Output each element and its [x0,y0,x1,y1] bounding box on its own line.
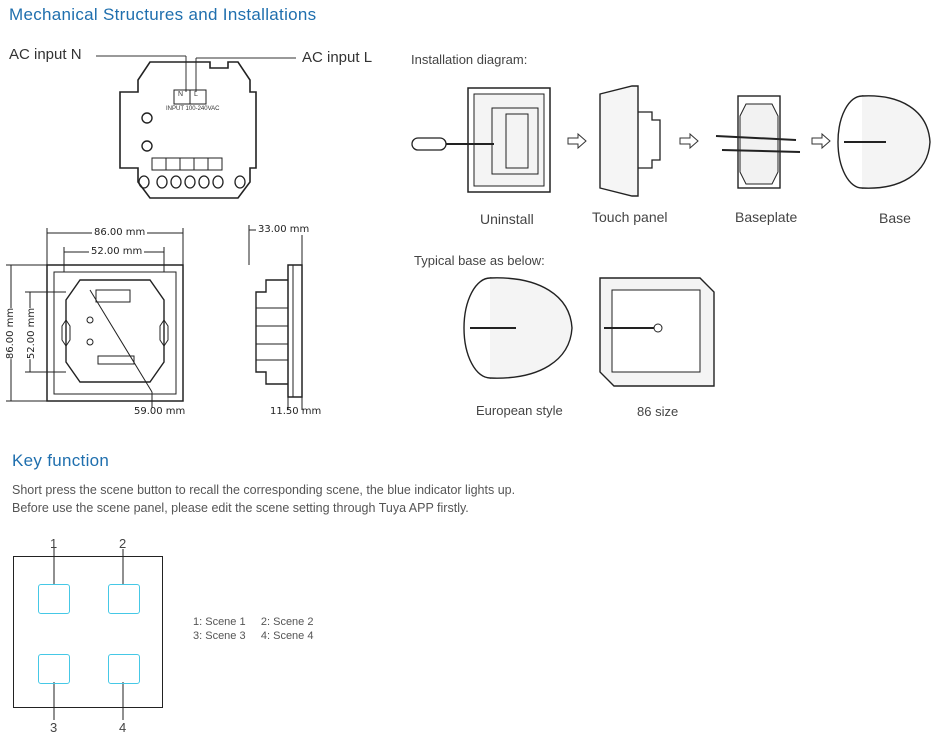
input-rating-text: INPUT 100-240VAC [166,106,220,112]
scene-button-2[interactable] [108,584,140,614]
dim-diagonal: 59.00 mm [134,406,186,417]
dim-thickness: 11.50 mm [270,406,322,417]
key-number-4: 4 [119,720,127,735]
scene-legend-row1: 1: Scene 1 2: Scene 2 [193,616,314,628]
section-title-mechanical: Mechanical Structures and Installations [9,5,317,24]
scene-legend-row2: 3: Scene 3 4: Scene 4 [193,630,314,642]
ac-input-n-label: AC input N [9,46,82,63]
terminal-l-label: L [194,91,198,98]
scene-button-4[interactable] [108,654,140,684]
ac-input-l-label: AC input L [302,49,373,66]
typical-bases-drawing [463,277,715,387]
dim-depth: 33.00 mm [256,224,312,235]
scene-button-1[interactable] [38,584,70,614]
installation-title: Installation diagram: [411,52,528,67]
installation-steps-drawing [411,85,931,197]
step-label-base: Base [879,210,911,226]
terminal-n-label: N [178,91,184,98]
scene-panel-outline [13,556,163,708]
typical-base-title: Typical base as below: [414,253,545,268]
key-number-3: 3 [50,720,58,735]
step-label-uninstall: Uninstall [480,211,534,227]
section-title-key-function: Key function [12,451,110,470]
step-label-touch-panel: Touch panel [592,209,668,225]
key-number-1: 1 [50,536,58,551]
dim-width-outer: 86.00 mm [92,227,148,238]
scene-button-3[interactable] [38,654,70,684]
dim-width-inner: 52.00 mm [89,246,145,257]
key-function-line1: Short press the scene button to recall t… [12,483,516,497]
key-function-line2: Before use the scene panel, please edit … [12,501,469,515]
base-label-86: 86 size [637,404,679,419]
module-back-view [96,55,296,199]
key-number-2: 2 [119,536,127,551]
base-label-european: European style [476,403,563,418]
step-label-baseplate: Baseplate [735,209,798,225]
